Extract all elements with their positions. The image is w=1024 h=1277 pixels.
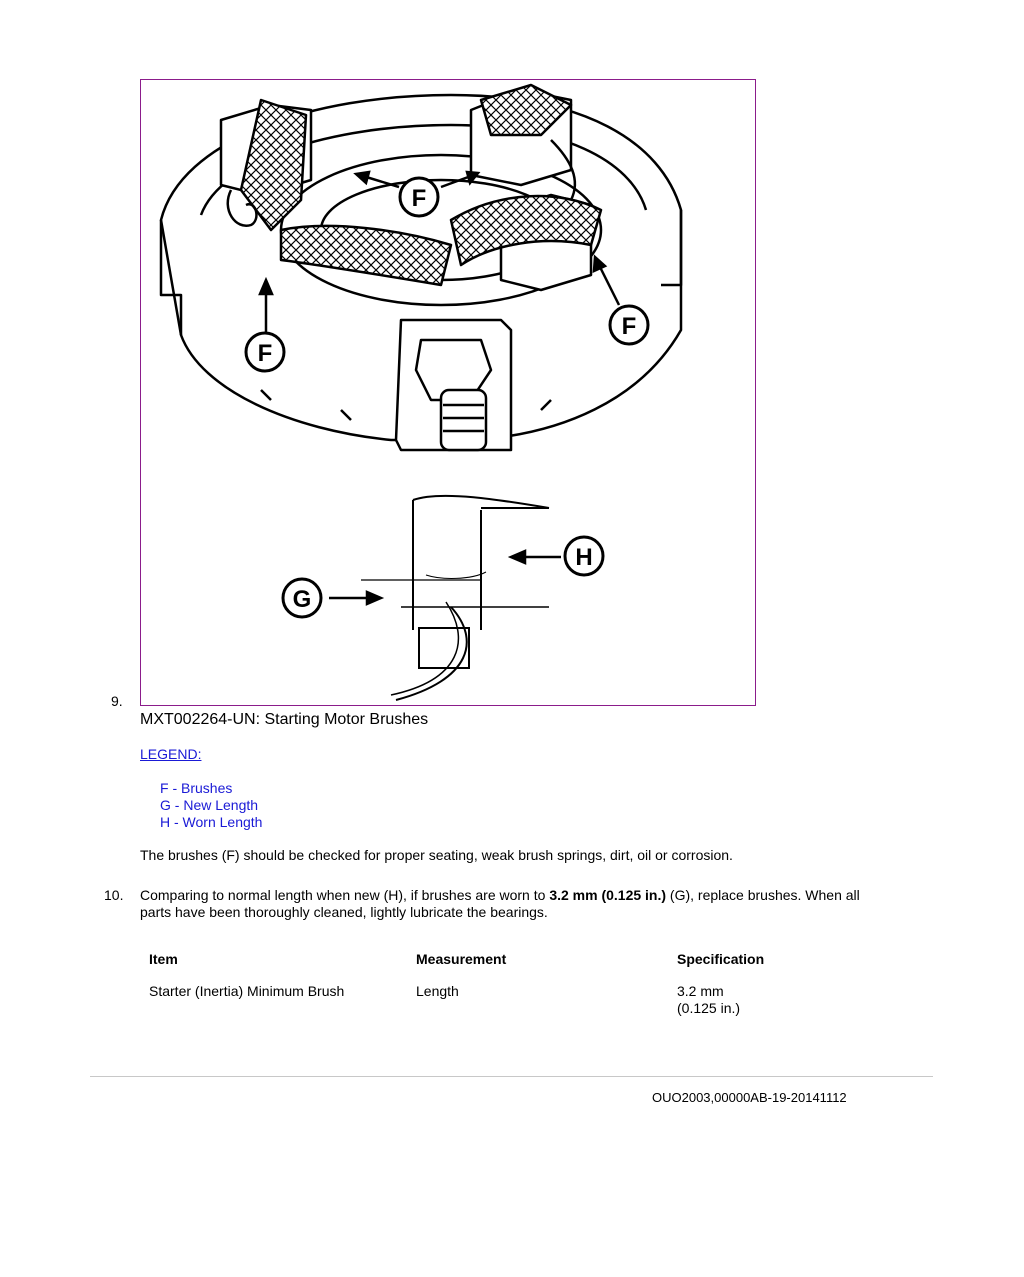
svg-text:G: G — [293, 586, 312, 613]
callout-f-left: F — [244, 331, 286, 373]
callout-arrows-gh — [329, 549, 561, 606]
legend-item-g: G - New Length — [160, 797, 259, 813]
brush-length-detail — [361, 494, 550, 701]
legend-link[interactable]: LEGEND: — [140, 746, 202, 762]
svg-text:F: F — [412, 185, 427, 212]
callout-h: H — [563, 535, 605, 577]
min-length-value: 3.2 mm (0.125 in.) — [549, 887, 667, 903]
step-10-text: Comparing to normal length when new (H),… — [140, 887, 930, 921]
divider — [90, 1076, 933, 1077]
cell-specification: 3.2 mm (0.125 in.) — [677, 983, 741, 1016]
step-9-note: The brushes (F) should be checked for pr… — [140, 847, 733, 863]
spec-table: Item Measurement Specification Starter (… — [140, 951, 877, 1017]
callout-g: G — [281, 577, 323, 619]
figure-caption: MXT002264-UN: Starting Motor Brushes — [140, 711, 429, 728]
cell-measurement: Length — [416, 983, 459, 999]
table-row: Starter (Inertia) Minimum Brush Length 3… — [140, 983, 877, 1017]
header-measurement: Measurement — [416, 951, 507, 967]
svg-text:F: F — [622, 313, 637, 340]
spec-table-header: Item Measurement Specification — [140, 951, 877, 971]
step-10-line-1: Comparing to normal length when new (H),… — [140, 887, 860, 903]
callout-labels: F F F G H — [244, 176, 650, 619]
legend-list: F - Brushes G - New Length H - Worn Leng… — [160, 780, 262, 831]
header-item: Item — [149, 951, 178, 967]
step-10-line-2: parts have been thoroughly cleaned, ligh… — [140, 904, 548, 920]
svg-text:H: H — [575, 544, 592, 571]
legend-item-h: H - Worn Length — [160, 814, 263, 830]
starting-motor-brushes-figure: F F F G H — [140, 79, 756, 706]
svg-text:F: F — [258, 340, 273, 367]
brush-holder-illustration — [159, 83, 683, 452]
legend-item-f: F - Brushes — [160, 780, 233, 796]
header-specification: Specification — [677, 951, 765, 967]
footer-doc-id: OUO2003,00000AB-19-20141112 — [652, 1090, 847, 1105]
step-10-number: 10. — [104, 887, 124, 903]
callout-arrows-f — [258, 170, 621, 350]
cell-item: Starter (Inertia) Minimum Brush — [149, 983, 345, 999]
callout-f-right: F — [608, 304, 650, 346]
step-9-number: 9. — [111, 693, 123, 709]
callout-f-top: F — [398, 176, 440, 218]
